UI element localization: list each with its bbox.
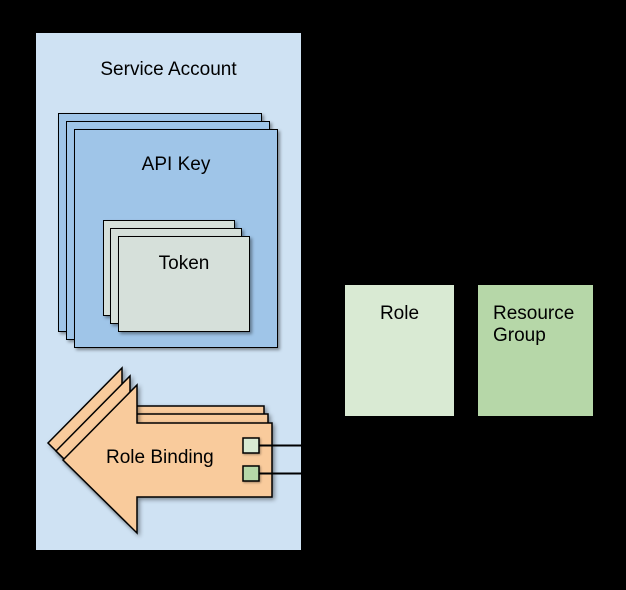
service-account-label: Service Account: [100, 59, 237, 80]
resource-group-label: Resource Group: [493, 303, 575, 346]
role-connector-marker: [242, 437, 260, 454]
role-box: Role: [345, 285, 454, 416]
role-label: Role: [379, 303, 420, 324]
resource-group-connector-marker: [242, 465, 260, 482]
token-card-front: Token: [118, 236, 250, 332]
role-binding-label: Role Binding: [106, 447, 214, 468]
token-label: Token: [158, 253, 210, 274]
role-binding-arrow: [46, 366, 340, 535]
resource-group-box: Resource Group: [478, 285, 593, 416]
role-binding-arrow-front: [61, 383, 273, 535]
api-key-label: API Key: [141, 154, 211, 175]
